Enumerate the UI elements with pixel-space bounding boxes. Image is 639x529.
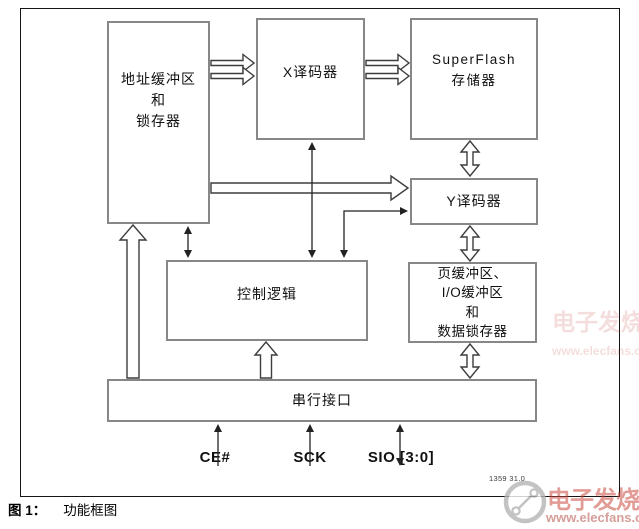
elecfans-logo-icon — [503, 480, 547, 524]
block-label: Y译码器 — [446, 193, 502, 209]
watermark-brand-text: 电子发烧友 — [552, 309, 639, 335]
signal-label-sck: SCK — [293, 449, 327, 466]
figure-frame — [20, 8, 620, 497]
block-label-line: 数据锁存器 — [437, 324, 508, 339]
block-label-line: 和 — [465, 304, 480, 320]
drawing-code: 1359 31.0 — [489, 474, 526, 483]
signal-label-sio: SIO [3:0] — [367, 449, 435, 466]
block-label-line: 地址缓冲区 — [121, 71, 196, 87]
block-label-line: 锁存器 — [136, 113, 181, 129]
watermark-brand-text: 电子发烧友 — [547, 487, 639, 514]
block-control-logic: 控制逻辑 — [166, 260, 368, 341]
block-page-io-buffer-data-latch: 页缓冲区、 I/O缓冲区 和 数据锁存器 — [408, 262, 537, 343]
block-label: X译码器 — [282, 63, 339, 80]
block-label-line: 和 — [151, 92, 166, 108]
watermark-mid: 电子发烧友 www.elecfans.com — [552, 303, 639, 358]
watermark-url-text: www.elecfans.com — [552, 344, 639, 358]
figure-caption: 图 1： 功能框图 — [8, 499, 117, 519]
block-address-buffer-latch: 地址缓冲区 和 锁存器 — [107, 21, 210, 224]
figure-caption-label: 图 1： — [8, 503, 47, 518]
block-superflash-memory: SuperFlash 存储器 — [410, 18, 538, 140]
block-label: 控制逻辑 — [237, 286, 297, 302]
block-label: 串行接口 — [292, 392, 352, 408]
block-label-line: 存储器 — [451, 73, 497, 88]
block-y-decoder: Y译码器 — [410, 178, 538, 225]
watermark-url-text: www.elecfans.com — [546, 510, 639, 525]
signal-label-ce: CE# — [199, 449, 231, 466]
block-x-decoder: X译码器 — [256, 18, 365, 140]
block-label-line: 页缓冲区、 — [437, 265, 508, 281]
block-label-line: SuperFlash — [431, 52, 517, 67]
block-serial-interface: 串行接口 — [107, 379, 537, 422]
figure-caption-text: 功能框图 — [63, 503, 118, 518]
block-label-line: I/O缓冲区 — [441, 285, 504, 300]
